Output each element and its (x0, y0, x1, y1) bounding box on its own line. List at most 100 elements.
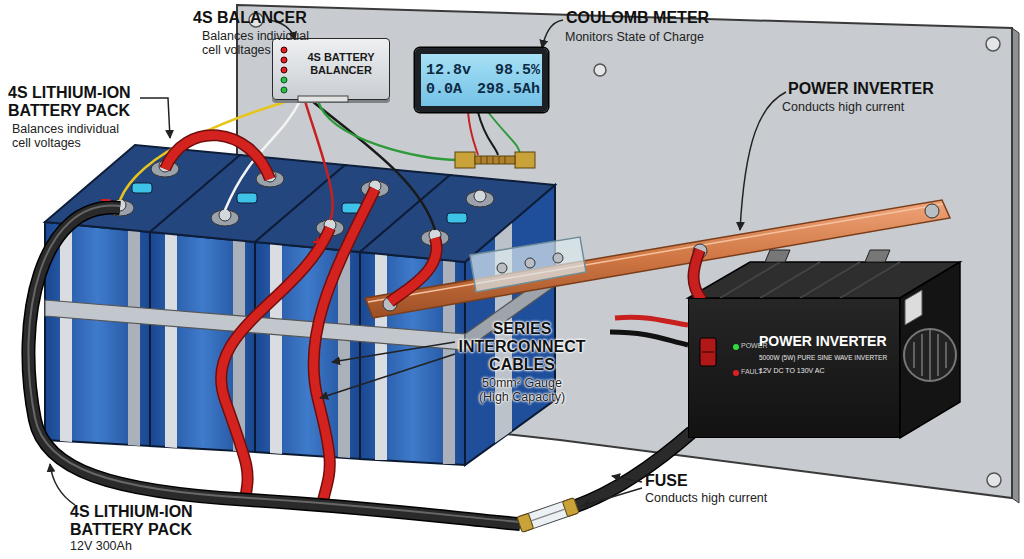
meter-wire (478, 112, 498, 155)
shunt-coil-lines (481, 156, 505, 164)
cell-terminal (466, 191, 494, 207)
battery-cell (255, 242, 360, 459)
power-switch (700, 338, 716, 366)
callout-note: 12V 300Ah (70, 539, 210, 553)
status-led (281, 77, 287, 83)
bus-bolt (925, 204, 939, 218)
cell-vent (132, 183, 152, 193)
terminal-sign: + (312, 232, 332, 253)
power-cable (694, 250, 703, 300)
fan-grill (914, 330, 946, 380)
callout-title: SERIES INTERCONNECT CABLES (452, 320, 592, 374)
callout-note: Monitors State of Charge (565, 30, 745, 44)
status-led (281, 67, 287, 73)
meter-wire (468, 112, 478, 155)
fuse-element (531, 509, 565, 521)
callout-note: Conducts high current (782, 100, 962, 114)
cell-wrap-band (165, 233, 177, 448)
leader-lines (50, 20, 786, 506)
status-led (281, 57, 287, 63)
shunt-coil (475, 156, 515, 164)
leader-line (140, 98, 170, 138)
meter-reading: 298.5Ah (477, 81, 540, 98)
leader-line (320, 354, 455, 398)
leader-line (332, 342, 455, 362)
power-cable (694, 250, 703, 300)
power-led (733, 344, 739, 350)
series-cable (390, 238, 437, 302)
series-cable (390, 238, 437, 302)
balance-connector (298, 96, 348, 102)
leader-line (582, 488, 642, 506)
meter-wire (488, 112, 520, 155)
callout-note: 50mm² Gauge (High Capacity) (472, 376, 572, 404)
leader-line (740, 92, 786, 230)
callout-title: 4S LITHIUM-ION BATTERY PACK (70, 503, 210, 539)
mount-tab (765, 250, 790, 262)
inverter-wire (610, 332, 688, 345)
callout-note: Conducts high current (645, 491, 825, 505)
battery-cell (45, 222, 150, 446)
inverter-label: 12V DC TO 130V AC (759, 367, 825, 374)
cell-wrap-band (375, 253, 387, 460)
fuse-glass (517, 498, 579, 533)
bus-bolt (525, 258, 535, 268)
inverter-ribs (720, 262, 900, 298)
terminal-bolt (474, 190, 486, 202)
callout-note: Balances individual cell voltages (202, 29, 320, 57)
terminal-sign: − (100, 190, 120, 211)
inverter-label: POWER INVERTER (759, 333, 887, 349)
mounting-panel (237, 5, 1012, 498)
cell-wrap-band (270, 243, 282, 454)
cable-highlight (28, 206, 520, 522)
inverter-body: POWERFAULTPOWER INVERTER5000W (5W) PURE … (688, 298, 900, 438)
cell-wrap-band (60, 223, 72, 442)
panel-screw (986, 37, 1000, 51)
panel-screw (594, 64, 606, 76)
series-cable (165, 135, 270, 179)
bus-cover (470, 237, 586, 292)
cell-terminal (211, 210, 239, 226)
device-label: 4S BATTERY BALANCER (297, 51, 385, 76)
inverter-label: 5000W (5W) PURE SINE WAVE INVERTER (759, 354, 887, 361)
meter-reading: 0.0A (426, 81, 471, 98)
busbar-highlight (368, 204, 943, 302)
callout-title: POWER INVERTER (788, 80, 968, 98)
leader-line (542, 20, 563, 48)
callout-title: COULOMB METER (566, 9, 746, 27)
callout-title: 4S LITHIUM-ION BATTERY PACK (8, 84, 148, 120)
series-cable (314, 189, 375, 505)
cell-vent (237, 193, 257, 203)
ac-outlet (905, 290, 922, 325)
cell-wrap-band (338, 250, 350, 458)
leader-line (50, 464, 75, 505)
terminal-bolt (219, 209, 231, 221)
callout-note: Balances individual cell voltages (12, 122, 130, 150)
shunt-block (515, 152, 535, 168)
inverter-side (900, 262, 960, 438)
panel-edge (1012, 28, 1019, 503)
shunt-block (455, 152, 475, 168)
cell-vent (447, 213, 467, 223)
inverter-wire (615, 317, 688, 325)
bus-bolt (497, 263, 507, 273)
status-led (281, 87, 287, 93)
callout-title: FUSE (645, 472, 725, 490)
meter-reading: 98.5% (477, 62, 540, 79)
fault-led (733, 370, 739, 376)
inline-fuse (517, 498, 579, 533)
fuse-cap (517, 513, 534, 532)
series-cable (314, 189, 375, 505)
series-cable (165, 135, 270, 179)
mount-tab (865, 250, 890, 262)
cooling-fan (904, 329, 956, 381)
cell-wrap-band (128, 230, 140, 446)
fuse-cap (562, 498, 579, 517)
leader-line (612, 476, 642, 482)
balancer-box: 4S BATTERY BALANCER (272, 38, 390, 100)
callout-title: 4S BALANCER (193, 9, 313, 27)
switch-rocker (702, 351, 714, 353)
bus-bolt (553, 253, 563, 263)
